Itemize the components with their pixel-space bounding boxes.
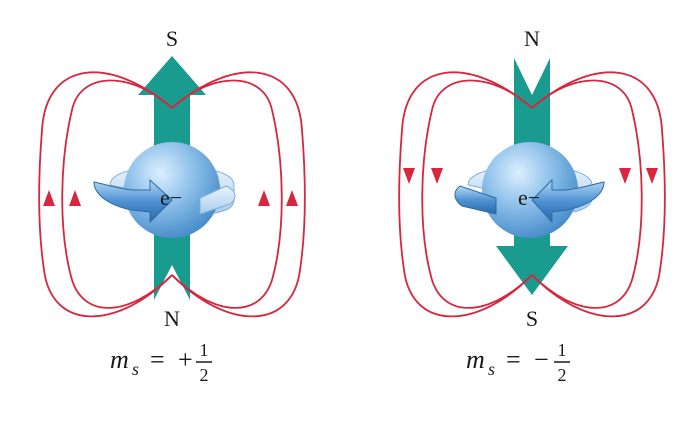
field-arrowheads-right <box>403 168 658 184</box>
svg-text:1: 1 <box>200 340 209 360</box>
electron-label: e− <box>518 185 540 210</box>
svg-text:2: 2 <box>200 365 209 385</box>
rotation-arrow-tail <box>454 185 497 215</box>
rotation-arrow-front <box>93 178 173 224</box>
electron-label: e− <box>160 185 182 210</box>
spin-equation-left: m s = + 1 2 <box>110 340 212 385</box>
rotation-arrow-front <box>531 178 605 224</box>
svg-text:m: m <box>466 345 485 374</box>
svg-text:m: m <box>110 345 129 374</box>
field-lines-right <box>398 71 666 318</box>
top-pole-label: N <box>524 26 540 51</box>
top-pole-label: S <box>166 26 178 51</box>
field-lines-left <box>38 71 306 318</box>
electron-sphere <box>124 142 220 238</box>
svg-text:s: s <box>132 359 139 379</box>
electron-sphere <box>482 142 578 238</box>
right-panel: e− N S m s = − 1 2 <box>398 26 666 385</box>
svg-text:2: 2 <box>558 365 567 385</box>
spin-equation-right: m s = − 1 2 <box>466 340 570 385</box>
rotation-arrow-tail <box>199 185 236 215</box>
svg-text:=: = <box>150 345 165 374</box>
svg-text:s: s <box>488 359 495 379</box>
svg-text:=: = <box>506 345 521 374</box>
bottom-pole-label: S <box>526 306 538 331</box>
svg-text:+: + <box>178 345 193 374</box>
bottom-pole-label: N <box>164 306 180 331</box>
field-arrowheads-left <box>43 190 298 206</box>
svg-text:1: 1 <box>558 340 567 360</box>
left-panel: e− S N m s = + 1 2 <box>38 26 306 385</box>
svg-text:−: − <box>534 345 549 374</box>
